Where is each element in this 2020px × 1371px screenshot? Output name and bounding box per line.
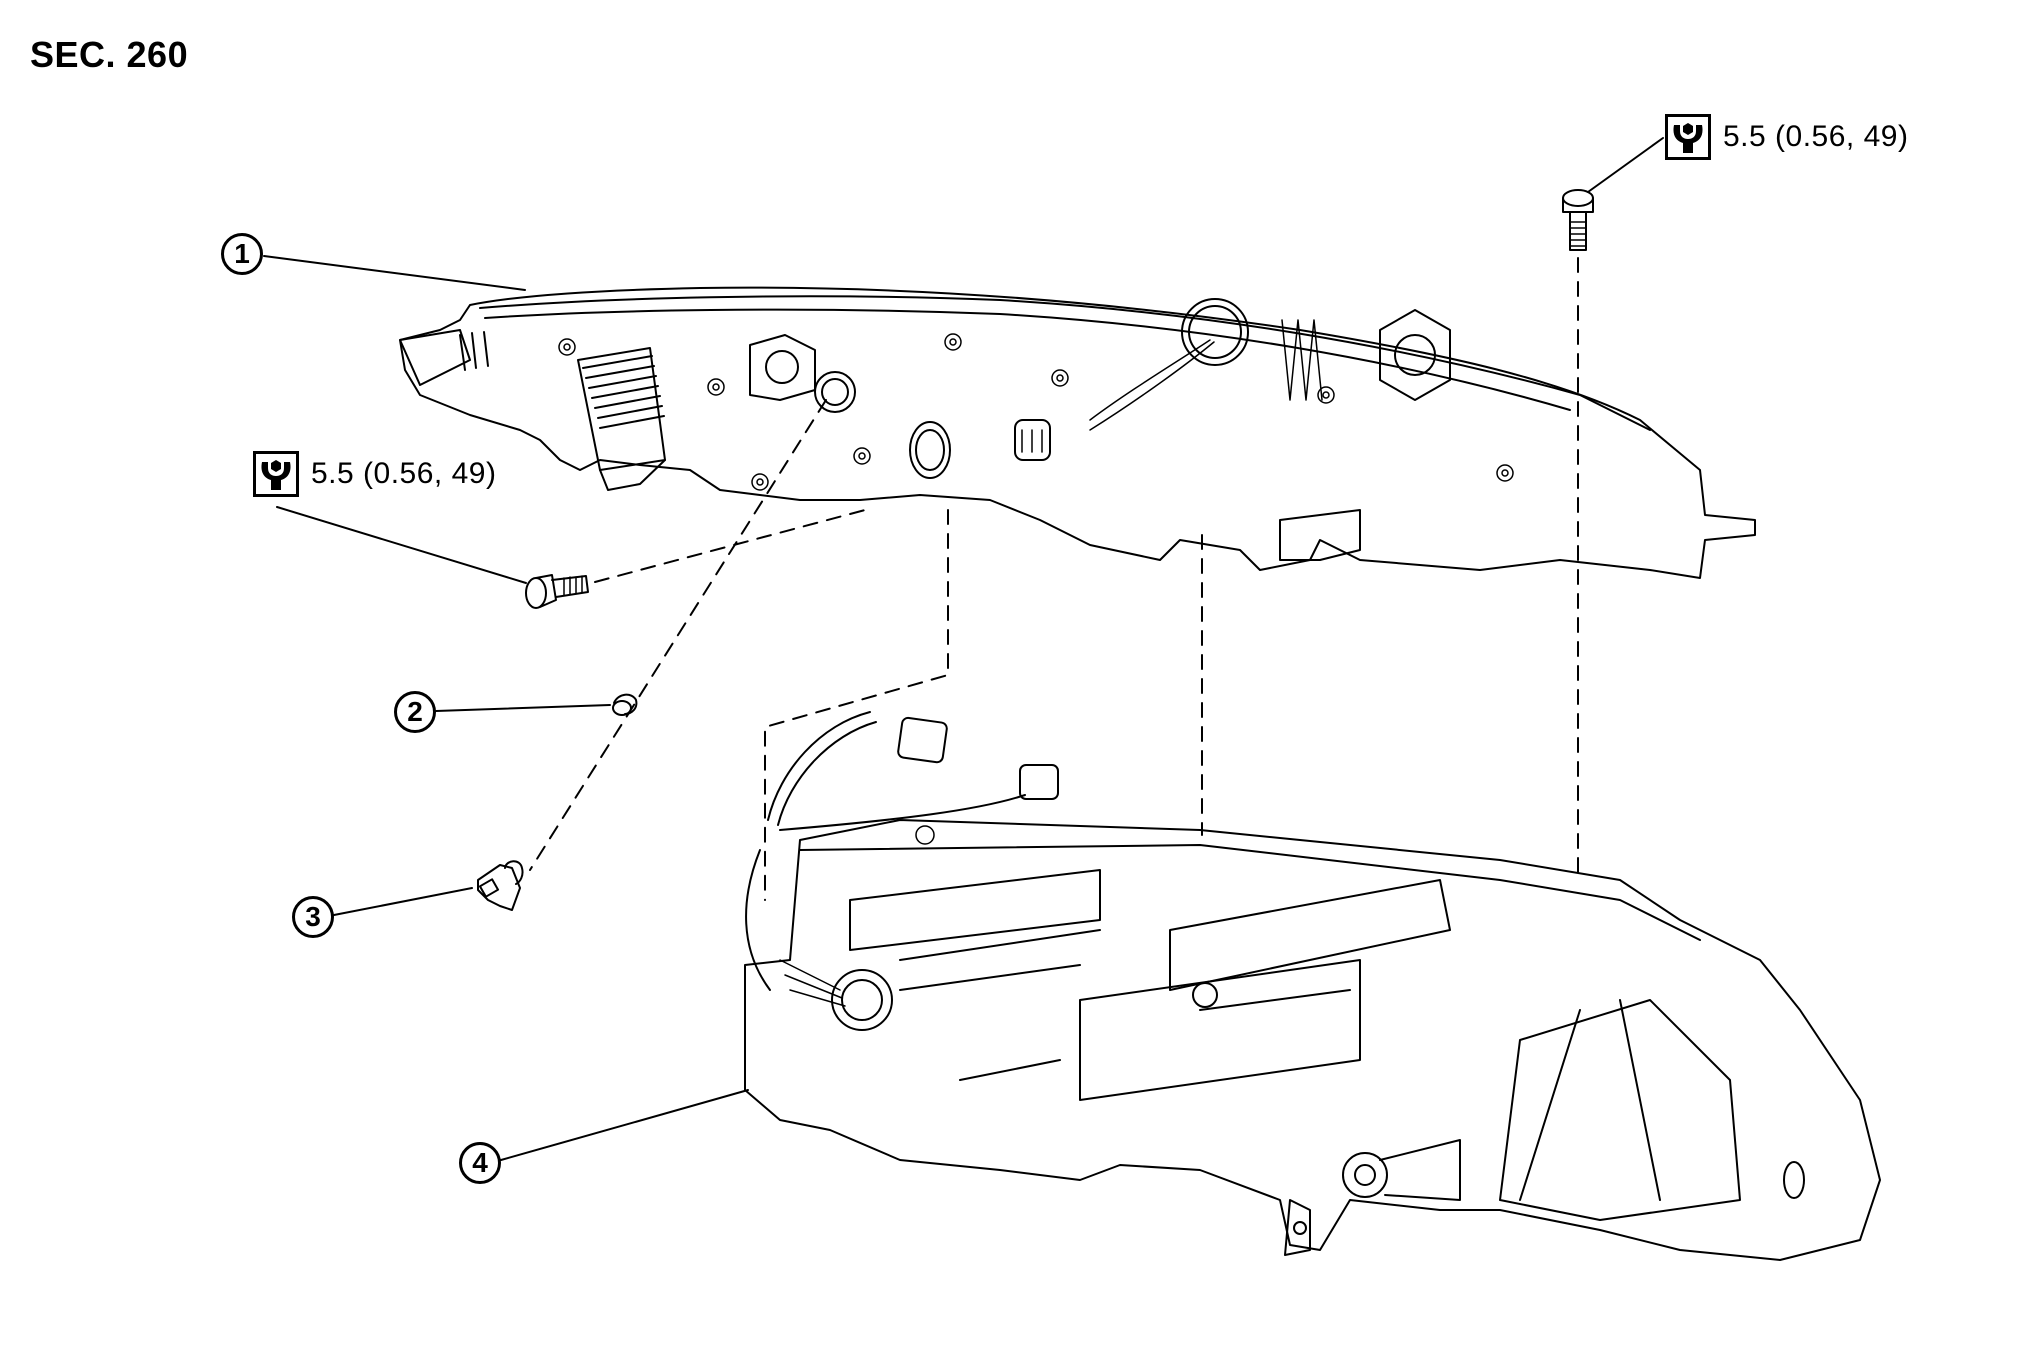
alignment-line-bulb xyxy=(529,399,827,871)
torque-value: 5.5 (0.56, 49) xyxy=(1723,120,1909,153)
callout-2: 2 xyxy=(394,691,436,733)
leader-3 xyxy=(333,887,473,916)
callout-1: 1 xyxy=(221,233,263,275)
leader-torque-left xyxy=(276,506,527,584)
torque-wrench-icon xyxy=(1665,114,1711,160)
alignment-line-connector xyxy=(764,509,949,901)
bolt-left xyxy=(525,574,589,609)
part-1-upper-assembly xyxy=(399,286,1756,579)
callout-4: 4 xyxy=(459,1142,501,1184)
leader-1 xyxy=(263,255,526,291)
torque-wrench-icon xyxy=(253,451,299,497)
leader-2 xyxy=(435,704,611,712)
alignment-line-left-bolt xyxy=(594,509,866,583)
leader-lines xyxy=(263,137,1664,1161)
torque-spec-left: 5.5 (0.56, 49) xyxy=(253,451,496,497)
callout-3: 3 xyxy=(292,896,334,938)
alignment-lines xyxy=(529,257,1579,901)
leader-torque-top xyxy=(1587,137,1664,193)
part-4-headlamp-assembly xyxy=(744,711,1881,1261)
part-3-socket xyxy=(477,860,524,911)
leader-4 xyxy=(500,1089,749,1161)
torque-spec-top-right: 5.5 (0.56, 49) xyxy=(1665,114,1908,160)
bolt-top xyxy=(1562,189,1594,251)
part-2-bulb xyxy=(612,693,638,716)
torque-value: 5.5 (0.56, 49) xyxy=(311,457,497,490)
section-title: SEC. 260 xyxy=(30,34,189,75)
